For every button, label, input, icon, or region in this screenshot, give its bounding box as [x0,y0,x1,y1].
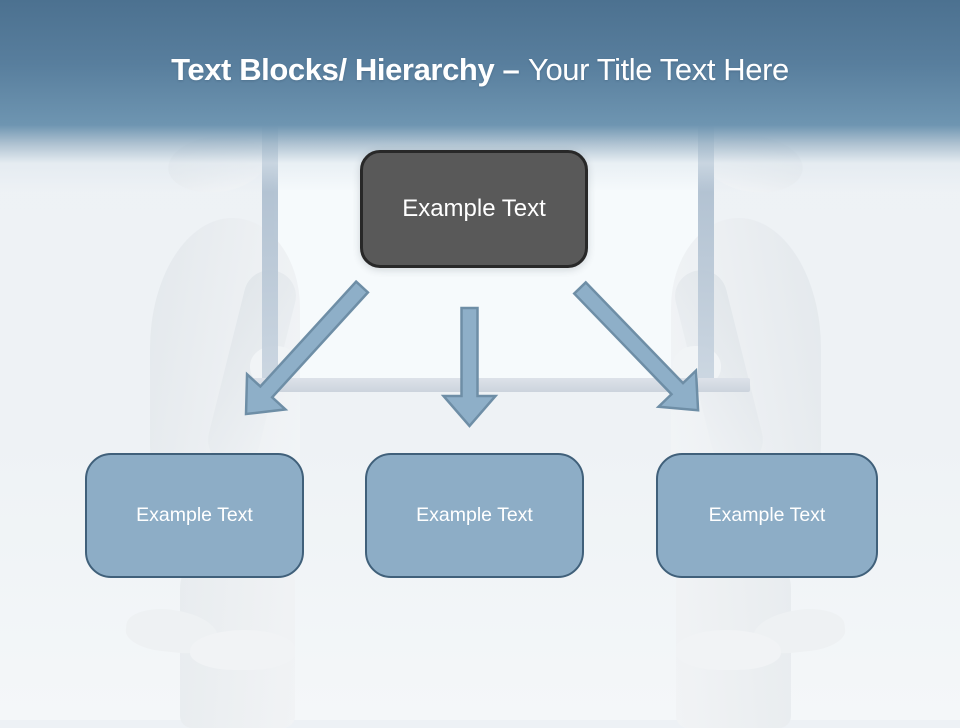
figure-left [124,128,323,728]
root-text-block-label: Example Text [402,195,546,222]
child-text-block-label: Example Text [708,504,826,526]
child-text-block-label: Example Text [416,504,533,526]
child-text-block-1[interactable]: Example Text [85,453,304,578]
figure-foot [190,630,295,670]
board-frame-horizontal-bar [248,378,750,392]
child-text-block-3[interactable]: Example Text [656,453,878,578]
figure-head [164,130,270,198]
page-title-bold: Text Blocks/ Hierarchy – [171,52,520,87]
root-text-block[interactable]: Example Text [360,150,588,268]
page-title-regular: Your Title Text Here [528,52,789,87]
child-text-block-label: Example Text [136,504,253,526]
figure-head [701,130,807,198]
page-title: Text Blocks/ Hierarchy –Your Title Text … [0,52,960,88]
figure-foot [676,630,781,670]
child-text-block-2[interactable]: Example Text [365,453,584,578]
figure-right [648,128,847,728]
board-frame-left-bar [262,126,278,390]
board-frame-right-bar [698,126,714,390]
